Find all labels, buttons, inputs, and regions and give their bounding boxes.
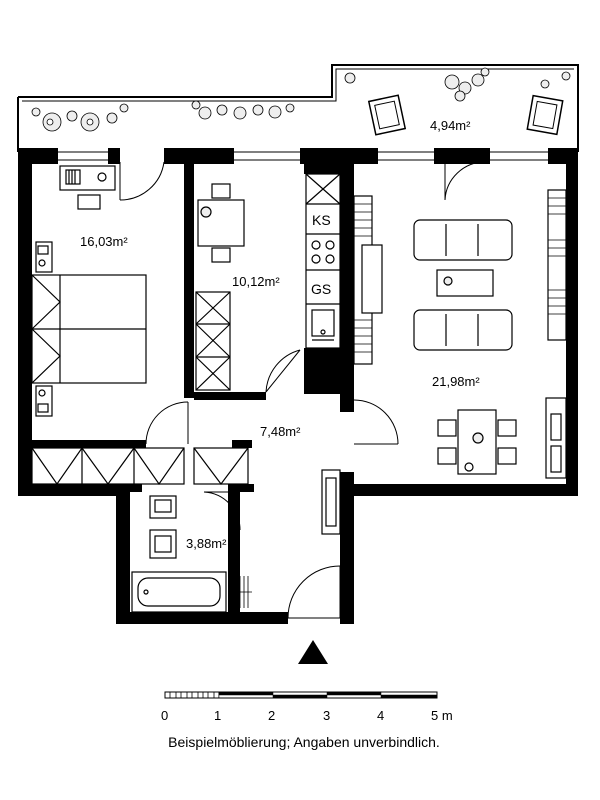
hall-furniture (193, 447, 341, 535)
entrance-arrow-icon (298, 640, 328, 664)
outer-walls (18, 148, 578, 624)
wardrobe (31, 447, 185, 486)
sink (311, 309, 335, 337)
sideboard (545, 397, 567, 479)
disclaimer-caption: Beispielmöblierung; Angaben unverbindlic… (168, 734, 440, 750)
scale-tick-4: 4 (377, 708, 384, 723)
balcony: 4,94m² (17, 64, 579, 152)
scale-bar: 0 1 2 3 4 5 m (161, 691, 453, 723)
hall-coat-rack (321, 469, 341, 535)
balcony-chair-right (526, 94, 564, 136)
hall-shoe-cabinet (193, 447, 249, 485)
dishwasher-label: GS (311, 281, 331, 297)
scale-tick-0: 0 (161, 708, 168, 723)
living-furniture (353, 189, 567, 479)
bath-area: 3,88m² (186, 536, 227, 551)
bath-radiator (230, 576, 252, 608)
scale-tick-3: 3 (323, 708, 330, 723)
windows (58, 151, 548, 161)
living-area: 21,98m² (432, 374, 480, 389)
kitchen-area: 10,12m² (232, 274, 280, 289)
sofa-bottom (413, 309, 513, 351)
balcony-plants-left (31, 103, 129, 132)
balcony-chair-left (367, 94, 407, 136)
stove (311, 240, 335, 264)
bathroom-fixtures (131, 495, 252, 613)
balcony-plants-middle (191, 100, 295, 120)
scale-tick-2: 2 (268, 708, 275, 723)
kitchen-furniture (195, 173, 341, 391)
hall-area: 7,48m² (260, 424, 301, 439)
balcony-plants-right (344, 67, 571, 102)
bedroom-furniture (31, 165, 185, 486)
bedroom-area: 16,03m² (80, 234, 128, 249)
scale-tick-5: 5 m (431, 708, 453, 723)
desk-chair (77, 194, 101, 210)
kitchen-shelf (195, 291, 231, 391)
scale-tick-1: 1 (214, 708, 221, 723)
balcony-area: 4,94m² (430, 118, 471, 133)
tv-unit (361, 244, 383, 314)
bath-sink (149, 495, 177, 519)
toilet (149, 529, 177, 559)
doors (119, 161, 486, 619)
fridge-label: KS (312, 212, 331, 228)
right-shelf (547, 189, 567, 341)
inner-walls (30, 162, 354, 624)
sofa-top (413, 219, 513, 261)
